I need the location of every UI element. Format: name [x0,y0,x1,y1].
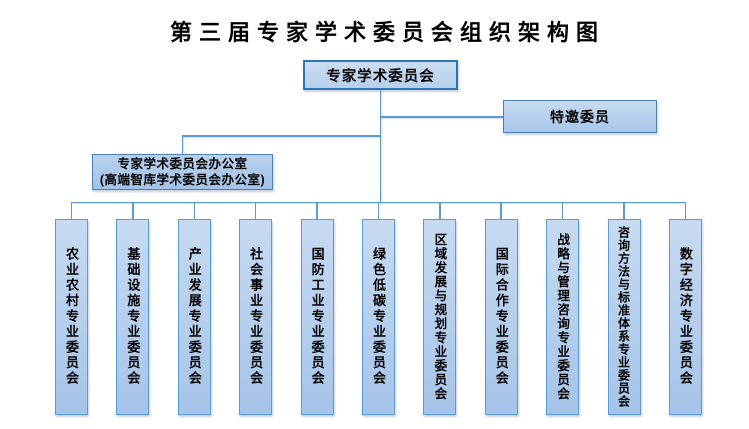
invited-members-box: 特邀委员 [503,100,657,133]
committee-box: 数字经济专业委员会 [668,201,702,415]
committee-label: 咨询方法与标准体系专业委员会 [616,226,631,408]
connector-invited-branch [380,116,503,118]
committee-label: 战略与管理咨询专业委员会 [555,233,570,401]
committee-box: 绿色低碳专业委员会 [361,201,395,415]
committee-box: 咨询方法与标准体系专业委员会 [607,201,641,415]
committee-row: 农业农村专业委员会 基础设施专业委员会 产业发展专业委员会 社会事业专业委员会 … [55,201,702,415]
committee-box: 国防工业专业委员会 [300,201,334,415]
committee-box: 战略与管理咨询专业委员会 [546,201,580,415]
office-label-line2: (高端智库学术委员会办公室) [99,173,266,187]
committee-label: 区域发展与规划专业委员会 [432,233,447,401]
committee-box: 区域发展与规划专业委员会 [423,201,457,415]
connector-trunk [379,90,381,203]
root-committee-box: 专家学术委员会 [303,60,458,90]
office-label-line1: 专家学术委员会办公室 [117,157,248,171]
committee-label: 产业发展专业委员会 [186,247,202,387]
committee-box: 农业农村专业委员会 [55,201,88,415]
committee-box: 产业发展专业委员会 [177,201,211,415]
chart-title: 第三届专家学术委员会组织架构图 [169,20,605,45]
committee-label: 国防工业专业委员会 [309,247,325,387]
committee-box: 社会事业专业委员会 [239,201,273,415]
committee-label: 社会事业专业委员会 [248,247,264,387]
committee-label: 基础设施专业委员会 [125,247,141,387]
committee-label: 绿色低碳专业委员会 [370,247,386,387]
committee-label: 农业农村专业委员会 [64,247,79,387]
office-box: 专家学术委员会办公室 (高端智库学术委员会办公室) [92,154,273,190]
invited-members-label: 特邀委员 [550,108,610,125]
committee-label: 国际合作专业委员会 [493,247,509,387]
connector-office-vertical [181,135,183,154]
committee-label: 数字经济专业委员会 [677,247,693,387]
root-committee-label: 专家学术委员会 [326,68,435,85]
committee-box: 基础设施专业委员会 [116,201,150,415]
committee-box: 国际合作专业委员会 [484,201,518,415]
connector-office-horizontal [181,135,381,137]
